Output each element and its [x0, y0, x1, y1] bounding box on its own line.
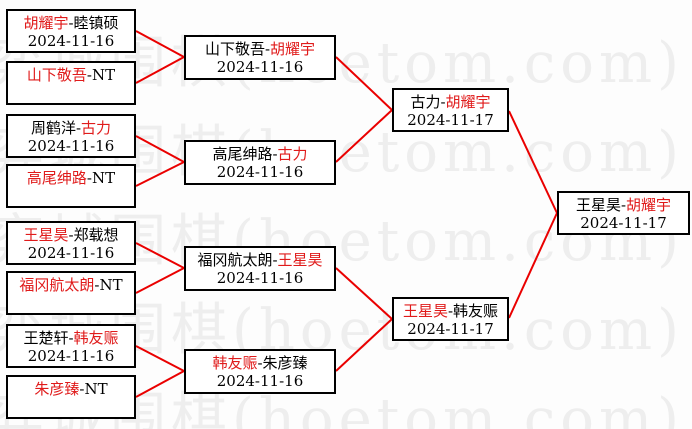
- match-players: 韩友赈-朱彦臻: [186, 354, 334, 372]
- player-loser: 古力-: [410, 93, 446, 111]
- match-box-r1-4: 高尾绅路-NT: [6, 164, 136, 208]
- match-box-r1-6: 福冈航太朗-NT: [6, 271, 136, 315]
- player-loser: 王楚轩-: [23, 329, 74, 347]
- player-loser: -郑载想: [68, 226, 119, 244]
- match-date: 2024-11-16: [216, 58, 304, 76]
- player-winner: 胡耀宇: [626, 196, 672, 214]
- player-winner: 王星昊: [23, 226, 69, 244]
- match-players: 王星昊-胡耀宇: [559, 196, 688, 214]
- player-winner: 古力: [81, 119, 112, 137]
- player-loser: -韩友赈: [447, 302, 499, 320]
- match-players: 王楚轩-韩友赈: [8, 329, 134, 347]
- match-box-r2-1: 山下敬吾-胡耀宇 2024-11-16: [184, 35, 336, 80]
- match-players: 古力-胡耀宇: [394, 93, 507, 111]
- player-loser: 王星昊-: [575, 196, 627, 214]
- match-date: 2024-11-16: [27, 137, 115, 155]
- player-loser: -NT: [94, 276, 123, 294]
- player-winner: 王星昊: [277, 251, 323, 269]
- player-loser: 福冈航太朗-: [197, 251, 278, 269]
- player-winner: 胡耀宇: [445, 93, 491, 111]
- match-box-r2-3: 福冈航太朗-王星昊 2024-11-16: [184, 246, 336, 291]
- player-winner: 王星昊: [402, 302, 448, 320]
- player-winner: 韩友赈: [73, 329, 119, 347]
- match-players: 王星昊-郑载想: [8, 226, 134, 244]
- match-box-r1-5: 王星昊-郑载想 2024-11-16: [6, 221, 136, 265]
- match-box-sf-2: 王星昊-韩友赈 2024-11-17: [392, 297, 509, 341]
- match-box-r1-8: 朱彦臻-NT: [6, 375, 136, 419]
- match-date: 2024-11-17: [580, 214, 667, 232]
- match-date: 2024-11-17: [407, 320, 494, 338]
- match-players: 高尾绅路-古力: [186, 145, 334, 163]
- match-players: 朱彦臻-NT: [8, 380, 134, 398]
- player-loser: -NT: [86, 169, 116, 187]
- player-winner: 古力: [277, 145, 308, 163]
- match-box-r1-2: 山下敬吾-NT: [6, 61, 136, 105]
- match-players: 高尾绅路-NT: [8, 169, 134, 187]
- match-players: 山下敬吾-胡耀宇: [186, 40, 334, 58]
- match-box-r1-7: 王楚轩-韩友赈 2024-11-16: [6, 324, 136, 368]
- player-loser: 高尾绅路-: [212, 145, 278, 163]
- match-box-r1-3: 周鹤洋-古力 2024-11-16: [6, 114, 136, 158]
- player-winner: 山下敬吾: [26, 66, 87, 84]
- match-date: 2024-11-16: [216, 372, 304, 390]
- match-date: 2024-11-16: [216, 269, 304, 287]
- match-players: 福冈航太朗-NT: [8, 276, 134, 294]
- match-players: 福冈航太朗-王星昊: [186, 251, 334, 269]
- player-loser: -NT: [86, 66, 116, 84]
- player-loser: -朱彦臻: [257, 354, 308, 372]
- player-winner: 朱彦臻: [34, 380, 80, 398]
- player-winner: 胡耀宇: [270, 40, 316, 58]
- match-players: 胡耀宇-睦镇硕: [8, 14, 134, 32]
- match-players: 山下敬吾-NT: [8, 66, 134, 84]
- match-box-r2-2: 高尾绅路-古力 2024-11-16: [184, 140, 336, 185]
- player-loser: 山下敬吾-: [204, 40, 271, 58]
- match-date: 2024-11-16: [216, 163, 304, 181]
- match-box-sf-1: 古力-胡耀宇 2024-11-17: [392, 88, 509, 132]
- match-date: 2024-11-16: [27, 244, 115, 262]
- match-box-r1-1: 胡耀宇-睦镇硕 2024-11-16: [6, 9, 136, 53]
- match-players: 周鹤洋-古力: [8, 119, 134, 137]
- match-box-final: 王星昊-胡耀宇 2024-11-17: [557, 191, 690, 235]
- match-date: 2024-11-16: [27, 347, 115, 365]
- match-date: 2024-11-17: [407, 111, 494, 129]
- player-loser: -睦镇硕: [68, 14, 119, 32]
- player-loser: 周鹤洋-: [30, 119, 82, 137]
- match-box-r2-4: 韩友赈-朱彦臻 2024-11-16: [184, 349, 336, 394]
- match-players: 王星昊-韩友赈: [394, 302, 507, 320]
- player-winner: 福冈航太朗: [19, 276, 95, 294]
- player-winner: 韩友赈: [212, 354, 258, 372]
- player-winner: 胡耀宇: [23, 14, 69, 32]
- match-date: 2024-11-16: [27, 32, 115, 50]
- player-winner: 高尾绅路: [26, 169, 87, 187]
- player-loser: -NT: [79, 380, 108, 398]
